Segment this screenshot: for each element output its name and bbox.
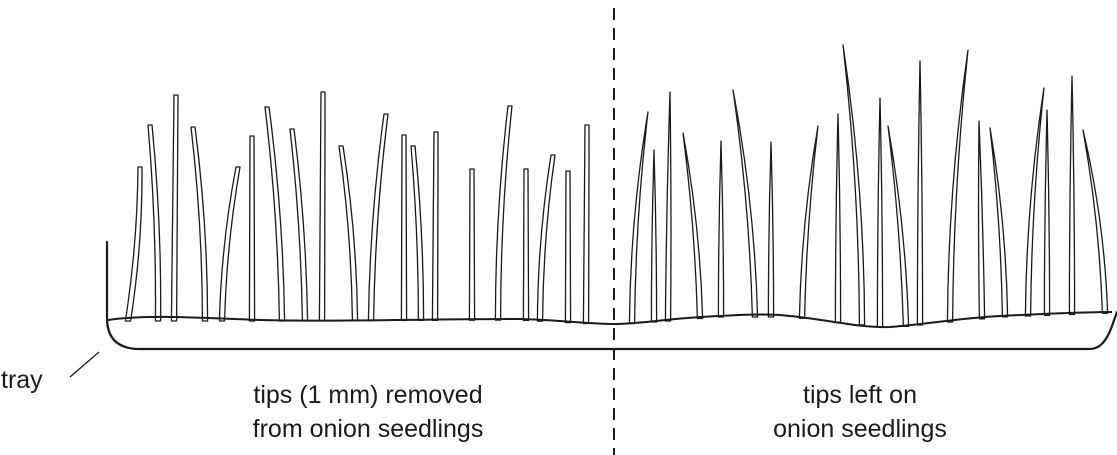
seedling-intact-tip — [767, 141, 775, 318]
seedling-intact-tip — [887, 125, 910, 328]
seedling-cut-tip — [410, 145, 425, 322]
seedling-cut-tip — [218, 166, 241, 322]
seedling-cut-tip — [248, 135, 256, 322]
seedling-intact-tip — [1043, 109, 1051, 316]
seedlings-tips-left-on — [628, 44, 1109, 328]
seedling-intact-tip — [842, 44, 866, 326]
seedling-cut-tip — [468, 168, 476, 321]
seedling-cut-tip — [367, 113, 389, 322]
tray-leader-line — [69, 351, 100, 378]
seedling-cut-tip — [124, 166, 143, 322]
soil-surface — [107, 311, 1113, 329]
seedling-intact-tip — [628, 111, 649, 325]
seedling-cut-tip — [264, 106, 286, 322]
right-caption-line1: tips left on — [803, 381, 917, 409]
seedling-cut-tip — [147, 124, 162, 322]
seedling-intact-tip — [989, 127, 1009, 318]
seedling-intact-tip — [682, 132, 704, 320]
seedling-intact-tip — [977, 120, 986, 320]
seedling-cut-tip — [318, 91, 326, 322]
seedlings-tips-removed — [124, 91, 590, 325]
seedling-intact-tip — [916, 60, 924, 326]
seedling-cut-tip — [400, 134, 408, 322]
seedling-cut-tip — [522, 168, 530, 321]
seedling-cut-tip — [494, 105, 513, 321]
seedling-intact-tip — [732, 89, 759, 318]
seedling-intact-tip — [650, 149, 658, 323]
seedling-cut-tip — [564, 170, 572, 324]
seedling-cut-tip — [338, 145, 359, 322]
seedling-intact-tip — [876, 97, 884, 328]
left-caption-line2: from onion seedlings — [253, 415, 484, 443]
left-caption-line1: tips (1 mm) removed — [253, 381, 482, 409]
seedling-intact-tip — [717, 140, 725, 318]
seedling-intact-tip — [664, 91, 672, 322]
seedling-cut-tip — [536, 154, 556, 322]
tray-label: tray — [1, 366, 43, 394]
seedling-intact-tip — [946, 49, 969, 323]
seedling-cut-tip — [289, 128, 309, 322]
seedling-intact-tip — [798, 125, 819, 319]
seedling-cut-tip — [582, 124, 590, 325]
right-caption-line2: onion seedlings — [773, 415, 947, 443]
seedling-cut-tip — [170, 94, 179, 322]
seedling-cut-tip — [190, 126, 209, 322]
seedling-intact-tip — [1024, 87, 1045, 317]
seedling-intact-tip — [1082, 129, 1109, 314]
seedling-intact-tip — [1068, 75, 1076, 316]
seedling-intact-tip — [834, 113, 842, 323]
tray-outline — [105, 240, 1117, 351]
seedling-cut-tip — [431, 131, 439, 321]
